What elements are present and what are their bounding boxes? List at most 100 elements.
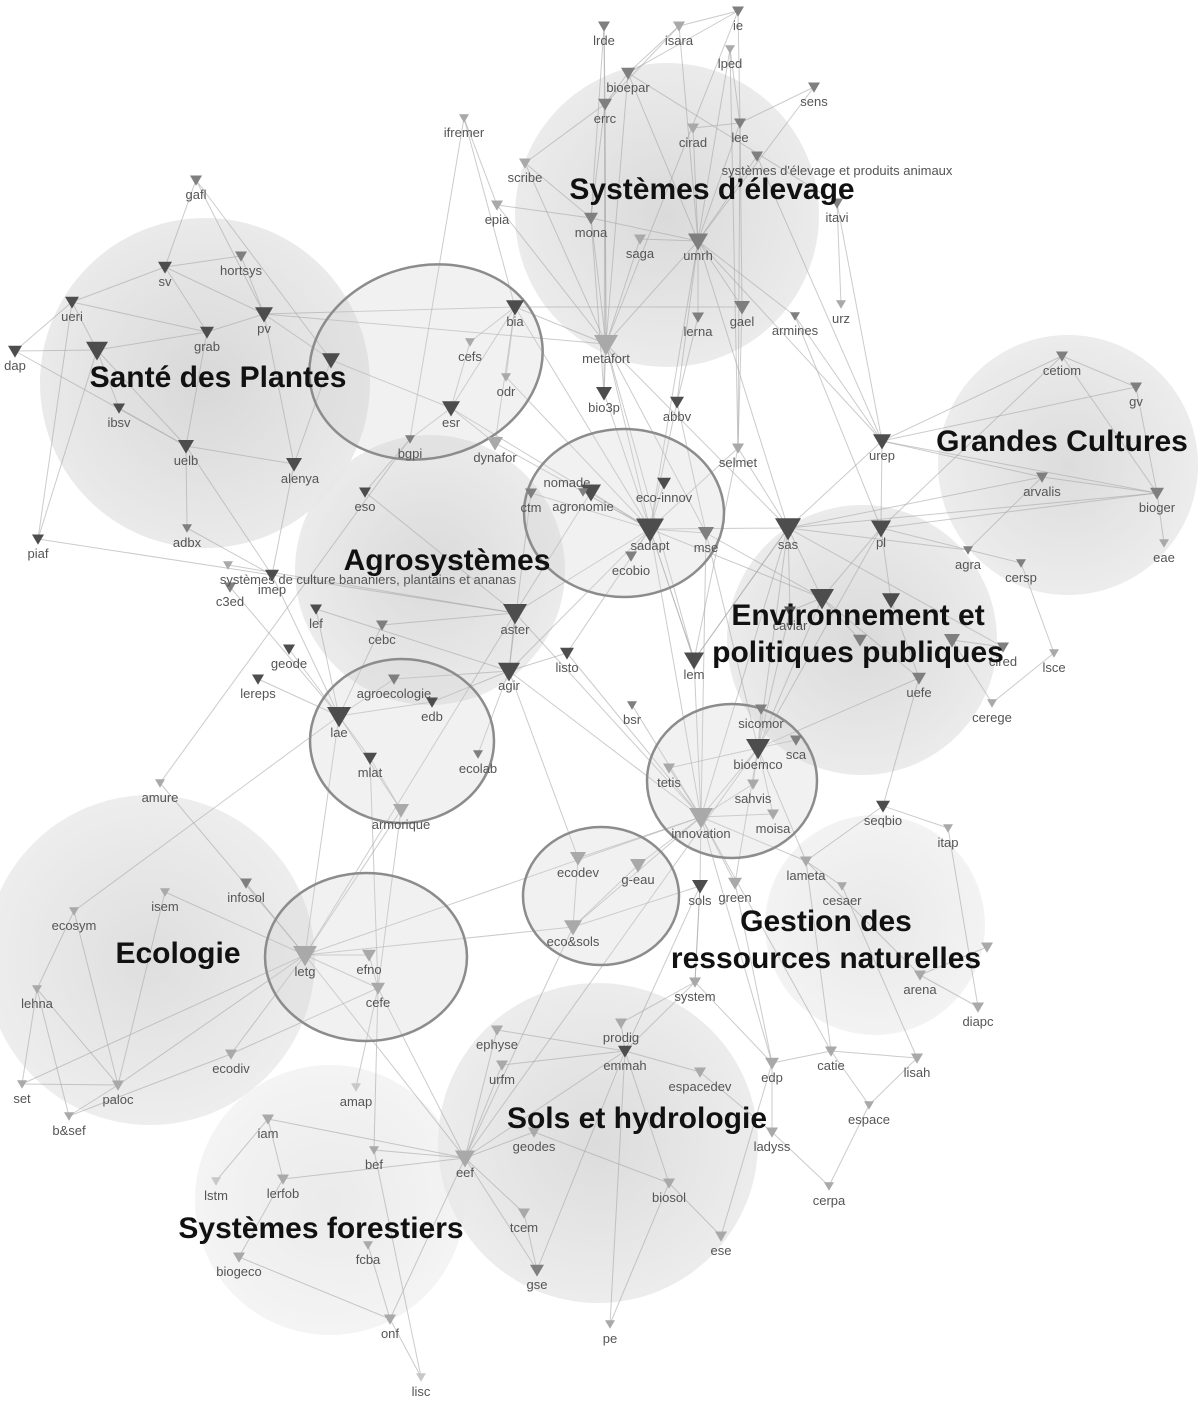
node-marker (751, 151, 763, 162)
network-edge (514, 612, 702, 818)
network-edge (389, 1318, 422, 1378)
node-label: hortsys (220, 263, 262, 278)
node-marker (790, 312, 800, 321)
network-edge (463, 117, 498, 206)
cluster-areas (0, 63, 1198, 1335)
node-marker (224, 582, 236, 593)
network-edge (624, 981, 696, 1052)
node-marker (914, 970, 926, 981)
network-edge (868, 1057, 918, 1106)
network-edge (282, 1157, 466, 1180)
network-edge (304, 816, 702, 956)
node-marker (182, 524, 192, 533)
network-edge (697, 240, 883, 442)
node-marker (981, 942, 993, 953)
node-label: lameta (786, 868, 826, 883)
cluster-label: Systèmes d’élevage (569, 173, 854, 206)
network-edge (230, 954, 306, 1055)
node-label: cetiom (1043, 363, 1081, 378)
network-edge (240, 255, 265, 315)
node-label: urz (832, 311, 850, 326)
network-edge (649, 527, 789, 530)
node-marker (64, 1112, 74, 1121)
network-edge (524, 162, 592, 219)
node-label: seqbio (864, 813, 902, 828)
node-marker (767, 809, 779, 820)
cluster-label: Agrosystèmes (344, 544, 551, 577)
network-edge (787, 527, 823, 599)
node-marker (351, 1083, 361, 1092)
cluster-area (938, 335, 1198, 595)
network-edge (836, 202, 883, 442)
node-marker (694, 1067, 706, 1078)
node-label: green (718, 890, 751, 905)
network-edge (821, 597, 861, 641)
node-label: agra (955, 557, 982, 572)
node-marker (605, 1320, 615, 1329)
network-edge (288, 648, 340, 717)
network-edge (501, 1050, 626, 1066)
network-edge (737, 10, 741, 124)
node-marker (160, 888, 170, 897)
network-edge (700, 747, 759, 818)
network-edge (230, 987, 379, 1055)
network-edge (737, 306, 743, 449)
node-label: lisah (904, 1065, 931, 1080)
cluster-label: Gestion des (740, 905, 912, 938)
network-edge (267, 1118, 284, 1180)
network-edge (649, 401, 678, 530)
network-edge (739, 86, 815, 124)
network-edge (304, 809, 402, 956)
node-label: agir (498, 678, 520, 693)
node-label: cired (989, 654, 1017, 669)
network-edge (450, 341, 471, 409)
node-label: eef (456, 1165, 474, 1180)
node-label: cesaer (822, 893, 862, 908)
node-marker (627, 701, 637, 710)
node-marker (17, 1080, 27, 1089)
network-edge (164, 266, 208, 333)
node-marker (518, 1208, 530, 1219)
network-edge (627, 72, 838, 204)
node-marker (32, 985, 42, 994)
group-ellipse (308, 263, 544, 461)
node-marker (911, 1053, 923, 1064)
node-label: geode (271, 656, 307, 671)
node-marker (725, 45, 735, 54)
node-label: bioemco (733, 757, 782, 772)
network-edge (377, 809, 402, 989)
network-edge (514, 528, 651, 614)
node-label: sicomor (738, 716, 784, 731)
cluster-label: Environnement et (731, 599, 984, 632)
node-label: pl (876, 535, 886, 550)
network-edge (164, 266, 265, 315)
node-marker (86, 341, 108, 361)
network-edge (757, 747, 807, 862)
node-marker (1159, 539, 1169, 548)
network-edge (991, 652, 1055, 704)
network-edge (514, 306, 651, 530)
node-marker (972, 1002, 984, 1013)
node-label: pv (257, 321, 271, 336)
node-marker (784, 606, 796, 617)
network-edge (649, 528, 707, 534)
node-marker (369, 1146, 379, 1155)
node-marker (636, 518, 664, 543)
node-marker (944, 634, 960, 648)
node-label: ibsv (107, 415, 131, 430)
network-edge (409, 407, 452, 440)
node-label: selmet (719, 455, 758, 470)
network-edge (700, 816, 773, 1064)
node-label: agronomie (552, 499, 613, 514)
network-edge (794, 315, 882, 529)
node-marker (1130, 382, 1142, 393)
node-marker (113, 403, 125, 414)
network-edge (409, 117, 465, 440)
network-edge (304, 954, 379, 989)
network-edge (697, 240, 796, 317)
node-marker (630, 859, 646, 873)
node-label: sca (786, 747, 807, 762)
node-label: mona (575, 225, 608, 240)
